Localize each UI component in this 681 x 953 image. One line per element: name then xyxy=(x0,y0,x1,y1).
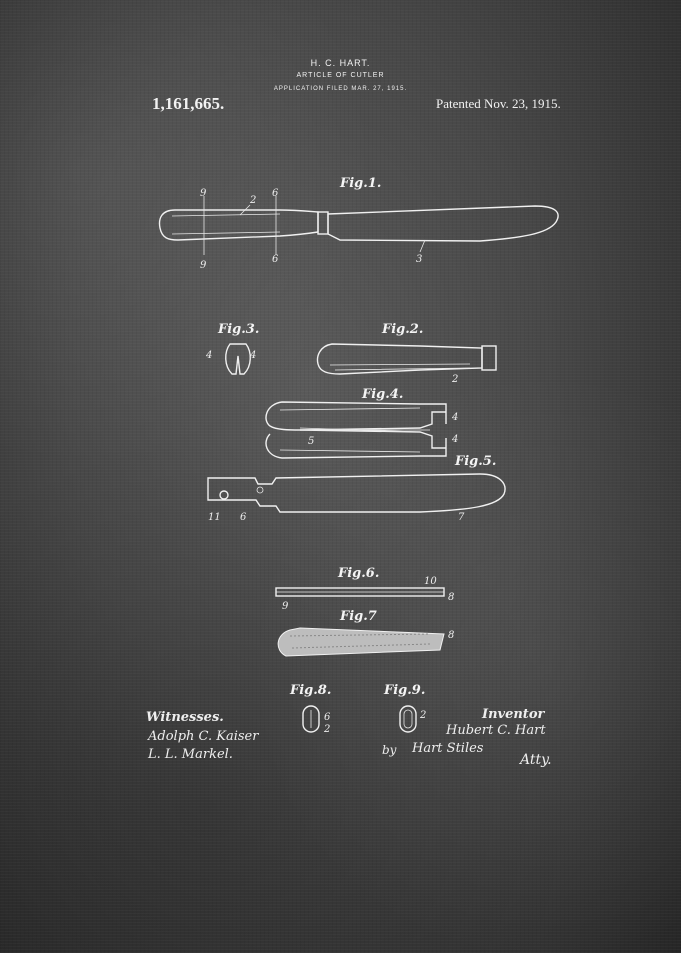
ref-fig5-3: 7 xyxy=(458,512,465,523)
fig8-label: Fig.8. xyxy=(289,683,331,698)
fig3-label: Fig.3. xyxy=(217,322,259,337)
ref-fig1-3: 6 xyxy=(272,188,279,199)
fig8-section xyxy=(302,705,320,733)
filed-date: APPLICATION FILED MAR. 27, 1915. xyxy=(273,86,408,92)
fig4-halves xyxy=(265,401,447,459)
ref-fig1-4: 9 xyxy=(200,260,207,271)
ref-fig6-1: 10 xyxy=(424,576,437,587)
fig7-handle-texture xyxy=(277,627,445,657)
ref-fig5-2: 6 xyxy=(240,512,247,523)
fig9-section xyxy=(399,705,417,733)
fig3-cross-section xyxy=(225,343,251,375)
agent-signature: Hart Stiles xyxy=(411,741,484,756)
ref-fig5-1: 11 xyxy=(208,512,221,523)
fig9-label: Fig.9. xyxy=(383,683,425,698)
ref-fig1-1: 9 xyxy=(200,188,207,199)
ref-fig1-5: 6 xyxy=(272,254,279,265)
patent-number: 1,161,665. xyxy=(152,94,225,113)
fig2-label: Fig.2. xyxy=(381,322,423,337)
ref-fig6-2: 9 xyxy=(282,601,289,612)
fig7-label: Fig.7 xyxy=(339,609,377,624)
fig5-blank xyxy=(207,473,506,513)
witnesses-label: Witnesses. xyxy=(146,710,224,725)
fig5-label: Fig.5. xyxy=(454,454,496,469)
fig6-strip xyxy=(275,587,445,597)
inventor-signature: Hubert C. Hart xyxy=(445,723,546,738)
inventor-label: Inventor xyxy=(481,707,545,722)
ref-fig2-1: 2 xyxy=(451,374,458,385)
fig6-label: Fig.6. xyxy=(337,566,379,581)
inventor-name: H. C. HART. xyxy=(310,58,371,68)
fig2-handle xyxy=(316,343,497,375)
by-label: by xyxy=(382,743,397,757)
witness-1: Adolph C. Kaiser xyxy=(147,729,259,744)
atty-label: Atty. xyxy=(518,752,552,768)
ref-fig9-1: 2 xyxy=(419,710,426,721)
fig1-knife xyxy=(158,196,559,255)
ref-fig4-2: 5 xyxy=(308,436,314,447)
ref-fig8-1: 6 xyxy=(324,712,331,723)
patent-date: Patented Nov. 23, 1915. xyxy=(436,96,561,111)
ref-fig8-2: 2 xyxy=(323,724,330,735)
ref-fig4-1: 4 xyxy=(451,412,458,423)
ref-fig1-6: 3 xyxy=(416,254,422,265)
fig4-label: Fig.4. xyxy=(361,387,403,402)
ref-fig4-3: 4 xyxy=(451,434,458,445)
article-title: ARTICLE OF CUTLER xyxy=(296,72,385,79)
ref-fig3-1: 4 xyxy=(205,350,212,361)
ref-fig1-2: 2 xyxy=(249,195,256,206)
witness-2: L. L. Markel. xyxy=(147,747,233,762)
ref-fig3-2: 4 xyxy=(249,350,256,361)
fig1-label: Fig.1. xyxy=(339,176,381,191)
ref-fig6-3: 8 xyxy=(448,592,454,603)
ref-fig7-1: 8 xyxy=(448,630,454,641)
